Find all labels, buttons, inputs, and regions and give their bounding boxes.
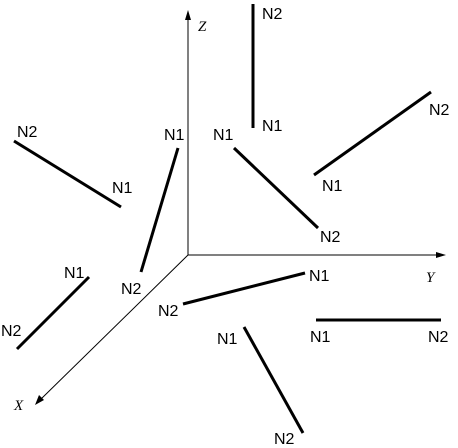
- node-label-n2: N2: [262, 6, 283, 23]
- node-label-n1: N1: [112, 180, 133, 197]
- member-9: N1 N2: [217, 326, 305, 448]
- node-label-n2: N2: [1, 323, 22, 340]
- member-3: N1 N2: [13, 124, 133, 209]
- member-1: N1 N2: [251, 4, 283, 135]
- node-label-n1: N1: [217, 331, 238, 348]
- y-axis-label: Y: [426, 270, 436, 286]
- z-axis-arrowhead: [185, 10, 191, 20]
- member-line: [242, 326, 305, 434]
- node-label-n2: N2: [320, 229, 341, 246]
- x-axis-arrowhead: [35, 395, 44, 405]
- node-label-n2: N2: [429, 102, 450, 119]
- z-axis-label: Z: [198, 19, 207, 35]
- member-line: [313, 90, 432, 177]
- x-axis-label: X: [13, 398, 24, 414]
- member-4: N1 N2: [121, 127, 185, 298]
- member-5: N1 N2: [213, 127, 341, 246]
- member-2: N1 N2: [313, 90, 450, 195]
- member-line: [15, 275, 91, 351]
- member-line: [139, 147, 180, 273]
- y-axis-arrowhead: [436, 252, 446, 258]
- node-label-n1: N1: [164, 127, 185, 144]
- node-label-n2: N2: [121, 281, 142, 298]
- node-label-n1: N1: [262, 118, 283, 135]
- node-label-n2: N2: [274, 431, 295, 448]
- node-label-n1: N1: [322, 178, 343, 195]
- member-6: N1 N2: [1, 265, 91, 351]
- node-label-n1: N1: [309, 268, 330, 285]
- x-axis: [39, 254, 189, 401]
- node-label-n1: N1: [64, 265, 85, 282]
- axes: Z Y X: [13, 10, 446, 414]
- node-label-n2: N2: [17, 124, 38, 141]
- member-line: [13, 139, 122, 209]
- node-label-n2: N2: [158, 303, 179, 320]
- member-line: [232, 146, 320, 230]
- node-label-n1: N1: [213, 127, 234, 144]
- member-line: [182, 271, 306, 306]
- node-label-n2: N2: [428, 329, 449, 346]
- member-7: N1 N2: [158, 268, 330, 320]
- node-label-n1: N1: [310, 329, 331, 346]
- member-8: N1 N2: [310, 318, 449, 346]
